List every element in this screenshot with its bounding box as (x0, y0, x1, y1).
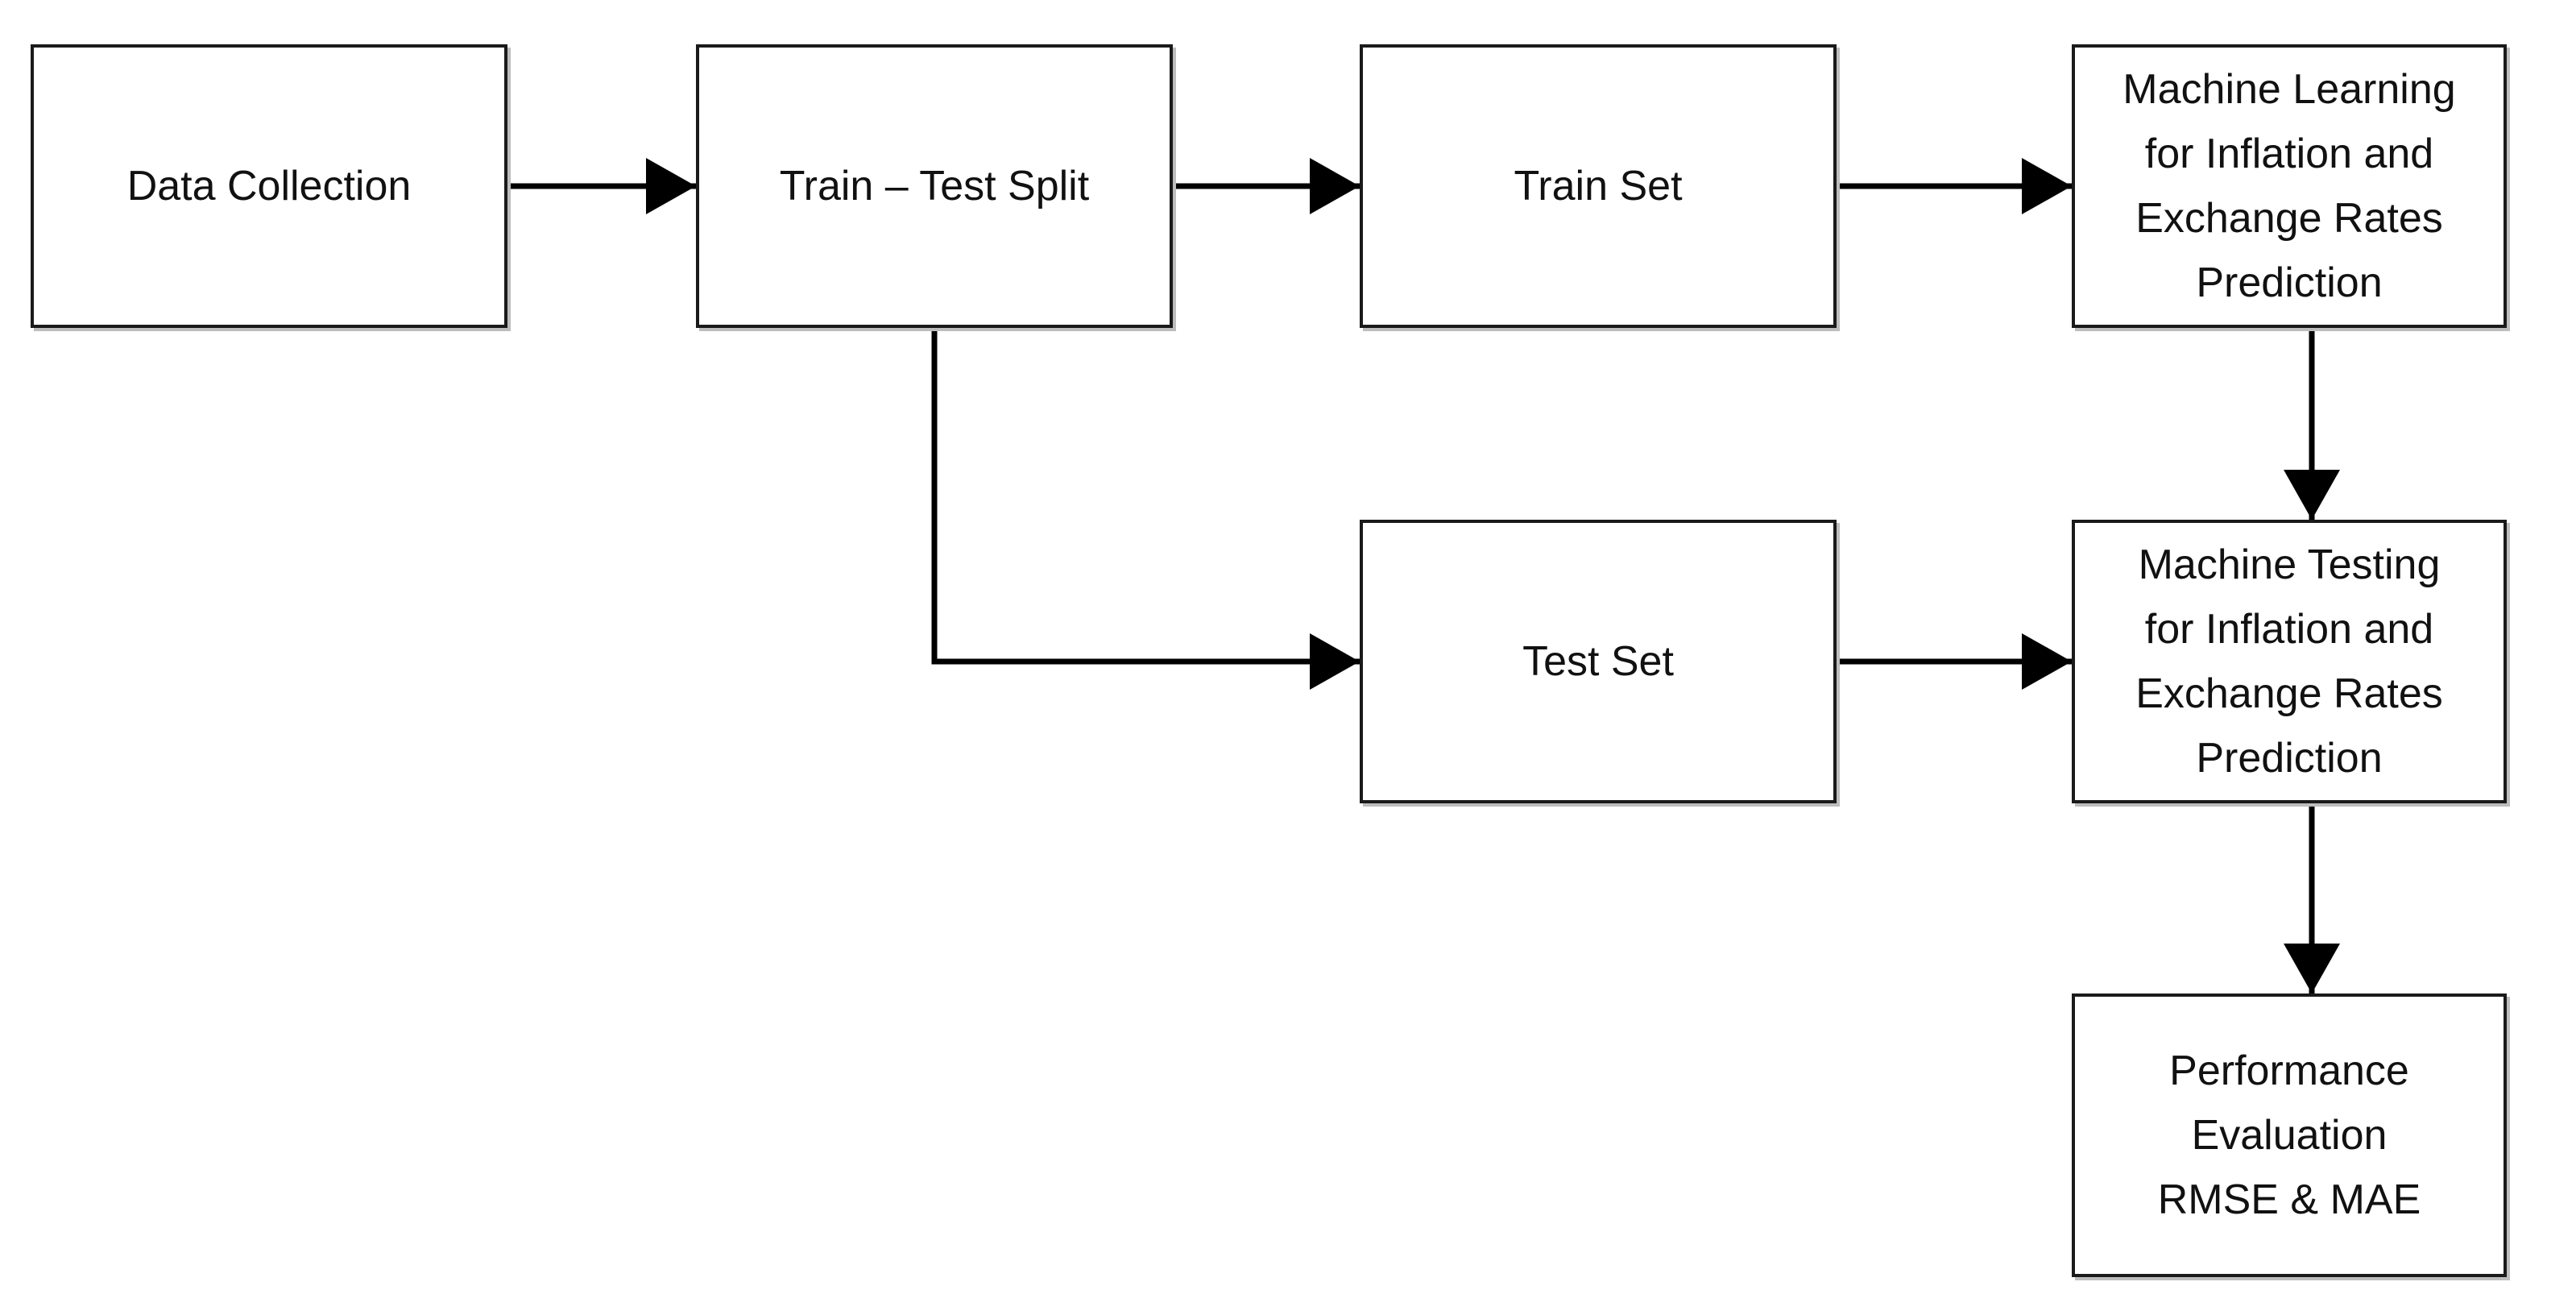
node-label: Data Collection (126, 163, 412, 209)
node-label: Train Set (1514, 163, 1683, 209)
node-label: Test Set (1522, 638, 1674, 685)
node-performance-evaluation: Performance Evaluation RMSE & MAE (2072, 994, 2507, 1277)
node-label: Train – Test Split (779, 163, 1090, 209)
node-data-collection: Data Collection (31, 44, 507, 328)
node-label: Machine Testing for Inflation and Exchan… (2135, 541, 2443, 782)
node-test-set: Test Set (1360, 520, 1837, 803)
node-label: Performance Evaluation RMSE & MAE (2157, 1047, 2421, 1223)
node-train-set: Train Set (1360, 44, 1837, 328)
node-machine-testing: Machine Testing for Inflation and Exchan… (2072, 520, 2507, 803)
node-machine-learning: Machine Learning for Inflation and Excha… (2072, 44, 2507, 328)
arrow-split-to-test (931, 328, 1360, 690)
node-train-test-split: Train – Test Split (696, 44, 1173, 328)
node-label: Machine Learning for Inflation and Excha… (2123, 66, 2456, 306)
